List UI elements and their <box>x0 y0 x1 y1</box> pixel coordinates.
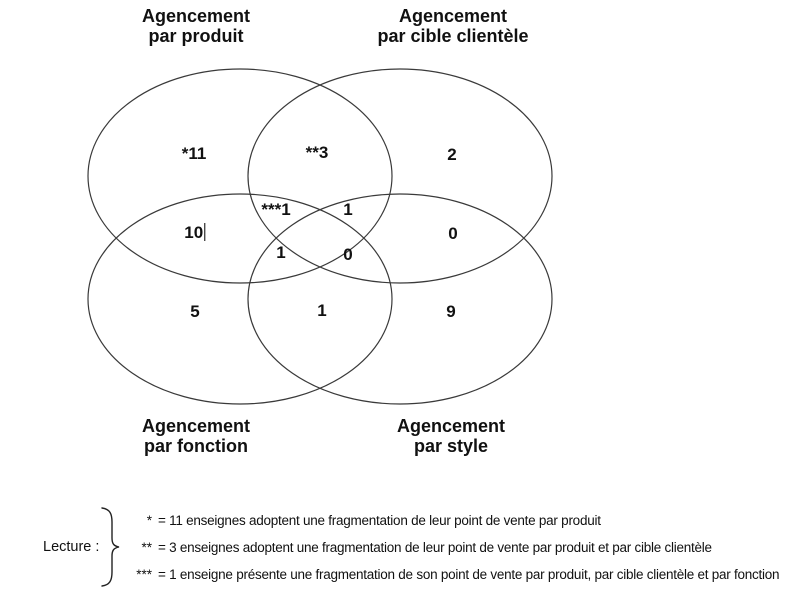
region-count-produit-cible-style: 1 <box>343 200 353 219</box>
legend-item-text: = 1 enseigne présente une fragmentation … <box>158 567 780 582</box>
legend-item-stars: ** <box>141 540 152 555</box>
region-count-style: 9 <box>446 302 456 321</box>
set-title-fonction: Agencement par fonction <box>142 416 250 456</box>
set-title-line: par cible clientèle <box>377 26 529 46</box>
legend-item: ** = 3 enseignes adoptent une fragmentat… <box>96 540 712 555</box>
set-title-line: par style <box>413 436 489 456</box>
set-title-produit: Agencement par produit <box>142 6 250 46</box>
region-count-fonction-style: 1 <box>317 301 327 320</box>
legend-item: *** = 1 enseigne présente une fragmentat… <box>96 567 779 582</box>
set-title-line: Agencement <box>141 6 251 26</box>
region-count-fonction: 5 <box>190 302 200 321</box>
set-title-line: Agencement <box>141 416 251 436</box>
set-title-style: Agencement par style <box>397 416 505 456</box>
legend-item-stars: *** <box>136 567 152 582</box>
legend-label: Lecture : <box>43 539 100 555</box>
set-title-line: par produit <box>148 26 244 46</box>
legend-item: * = 11 enseignes adoptent une fragmentat… <box>96 513 601 528</box>
set-title-line: Agencement <box>398 6 508 26</box>
text-cursor <box>204 223 206 241</box>
set-title-line: Agencement <box>396 416 506 436</box>
region-count-produit-fonction-style: 1 <box>276 243 286 262</box>
region-count-produit: *11 <box>181 144 207 163</box>
legend-item-text: = 3 enseignes adoptent une fragmentation… <box>158 540 712 555</box>
region-count-produit-cible-fonction: ***1 <box>261 200 291 219</box>
legend-item-text: = 11 enseignes adoptent une fragmentatio… <box>158 513 601 528</box>
region-count-cible: 2 <box>447 145 457 164</box>
ellipse-fonction <box>87 193 393 405</box>
ellipse-produit <box>87 68 393 284</box>
ellipse-style <box>247 193 553 405</box>
region-count-cible-style: 0 <box>448 224 458 243</box>
legend-item-stars: * <box>146 513 152 528</box>
region-count-cible-fonction-style: 0 <box>343 245 353 264</box>
region-count-text: 10 <box>184 223 204 242</box>
set-title-line: par fonction <box>144 436 248 456</box>
curly-brace-icon <box>101 507 120 587</box>
ellipse-cible-clientele <box>247 68 553 284</box>
region-count-produit-fonction: 10 <box>184 223 206 243</box>
set-title-cible-clientele: Agencement par cible clientèle <box>377 6 528 46</box>
region-count-produit-cible: **3 <box>305 143 329 162</box>
